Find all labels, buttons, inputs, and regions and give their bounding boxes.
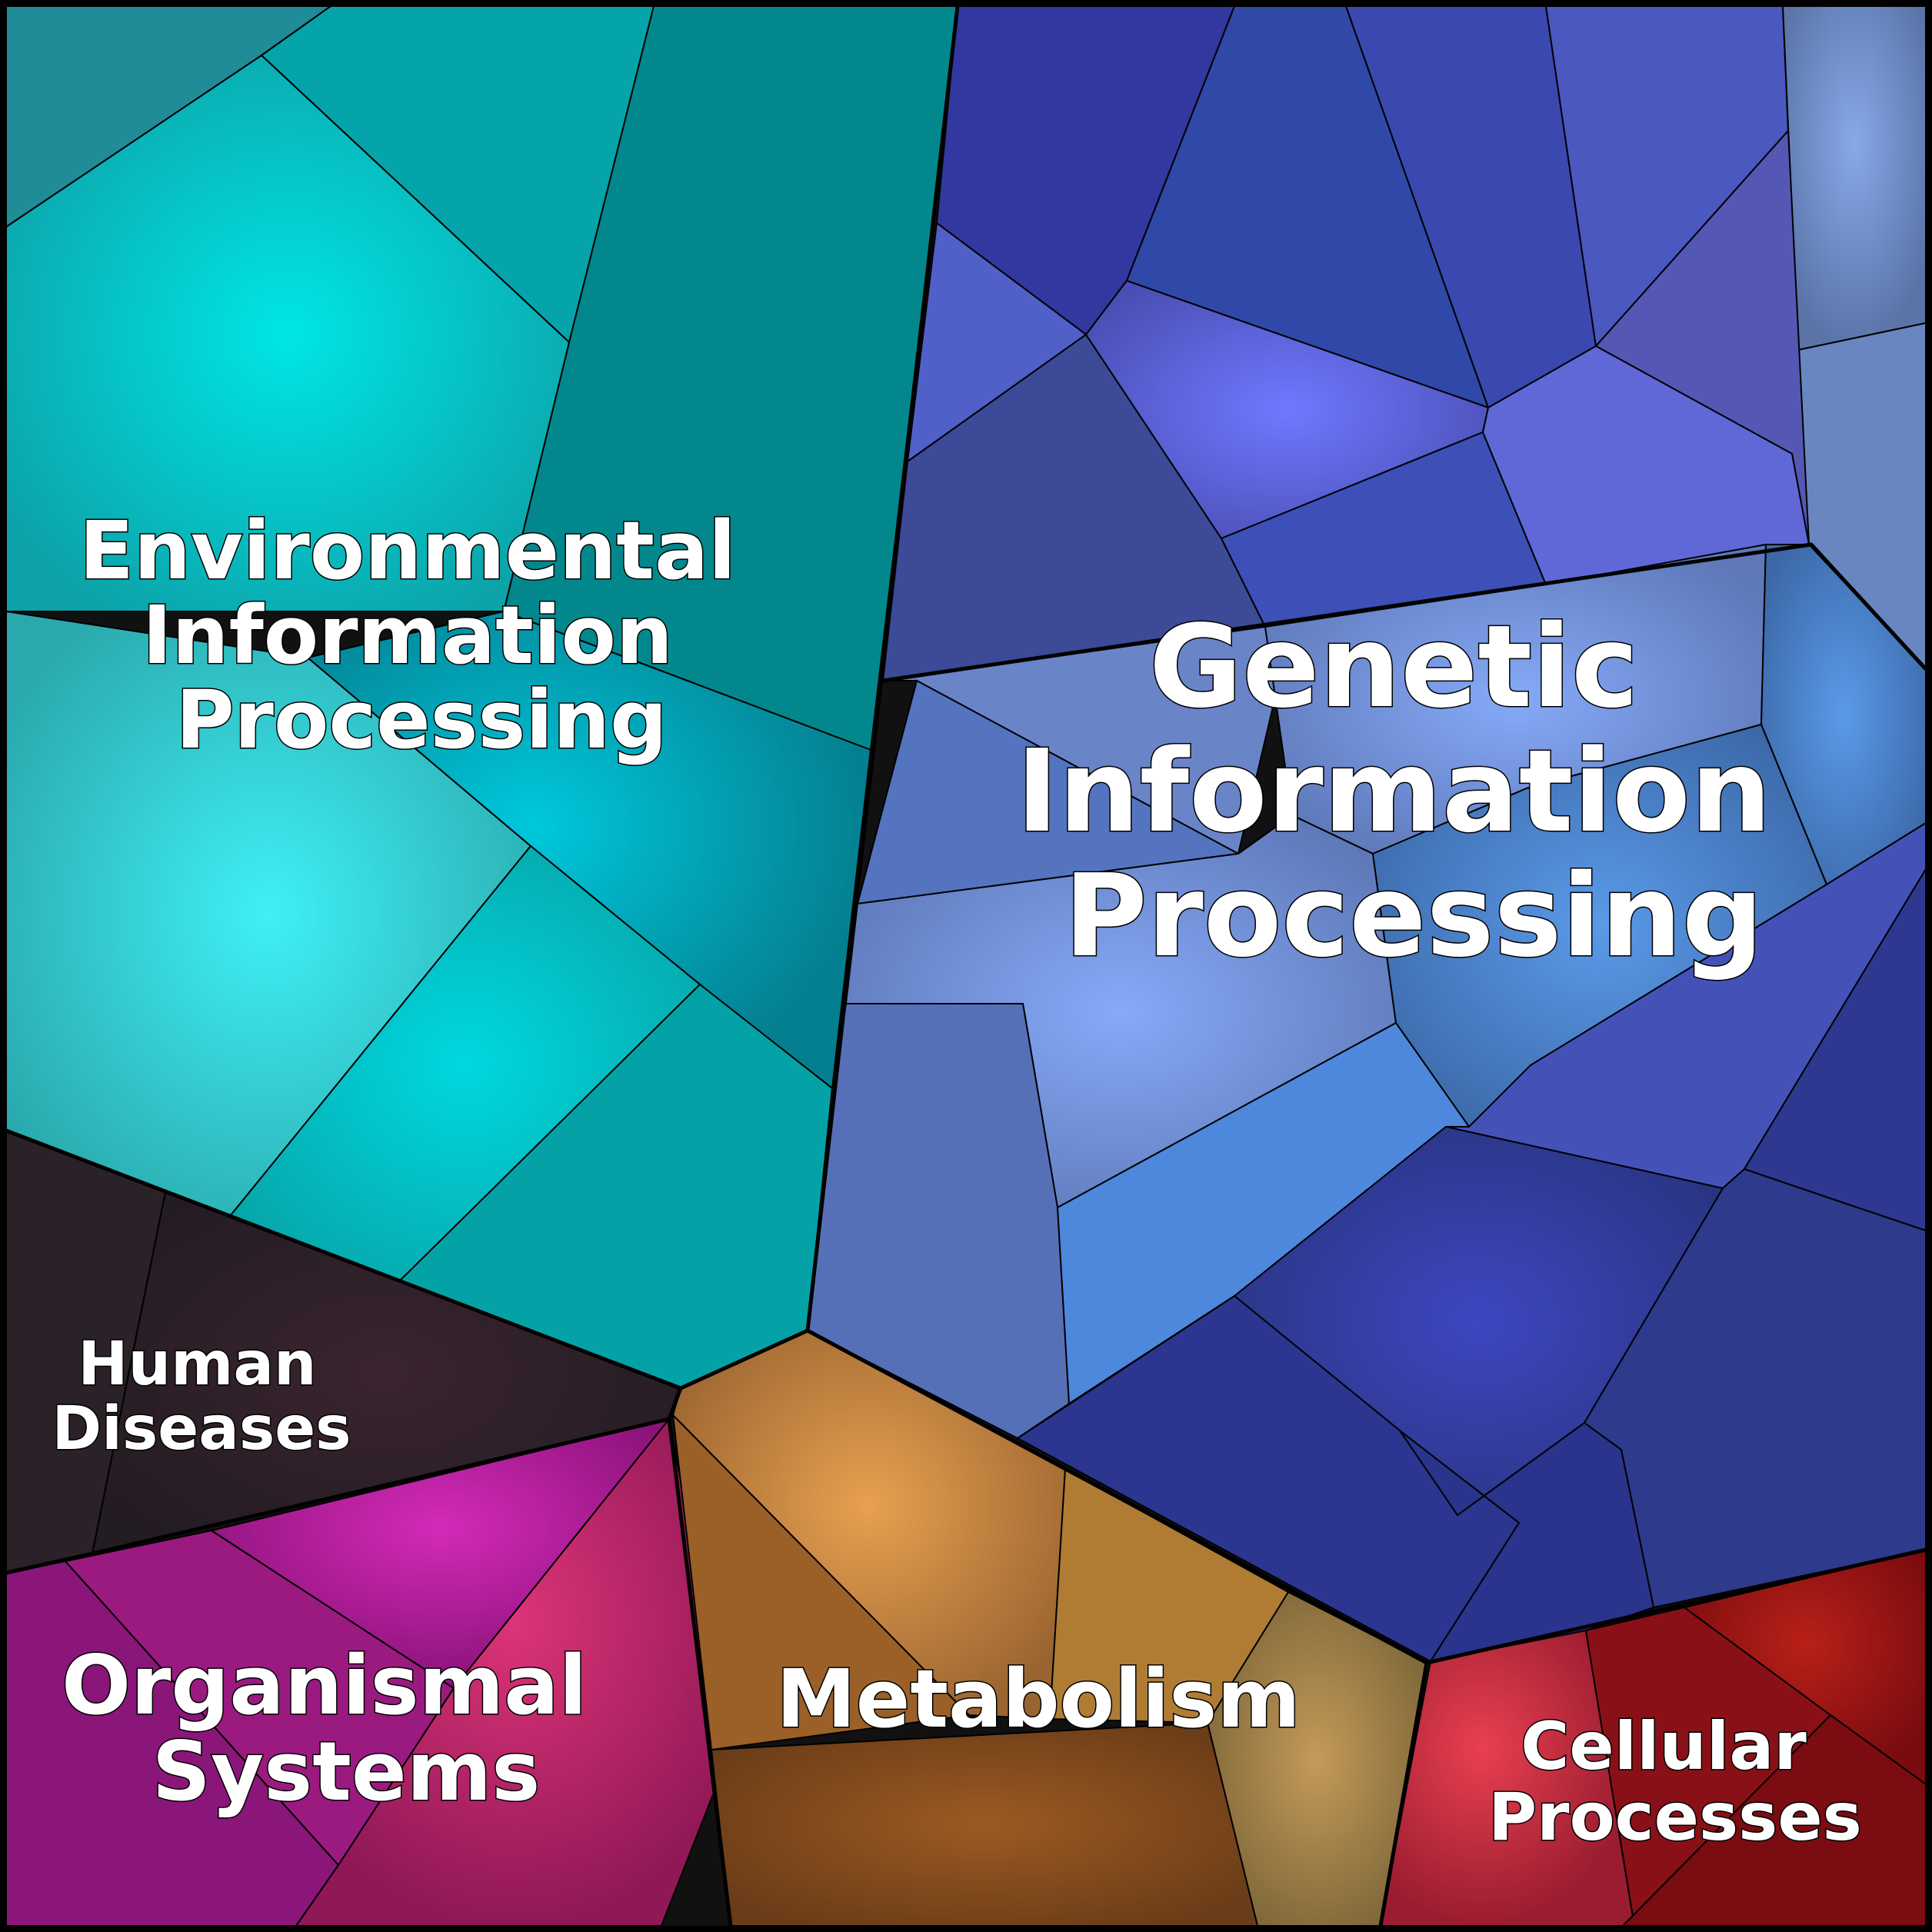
environmental-cells bbox=[5, 5, 959, 1390]
label-environmental: Environmental Information Processing bbox=[79, 504, 764, 767]
label-metabolism: Metabolism bbox=[776, 1652, 1300, 1746]
metabolism-cells bbox=[671, 1329, 1428, 1927]
organismal-cells bbox=[5, 1417, 732, 1927]
genetic-cells bbox=[806, 5, 1927, 1663]
cellular-cells bbox=[1379, 1548, 1927, 1927]
category-borders bbox=[5, 5, 1927, 1927]
label-genetic: Genetic Information Processing bbox=[1016, 601, 1811, 982]
label-cellular: Cellular Processes bbox=[1488, 1708, 1862, 1856]
label-human-diseases: Human Diseases bbox=[52, 1330, 351, 1464]
label-organismal: Organismal Systems bbox=[62, 1638, 615, 1819]
